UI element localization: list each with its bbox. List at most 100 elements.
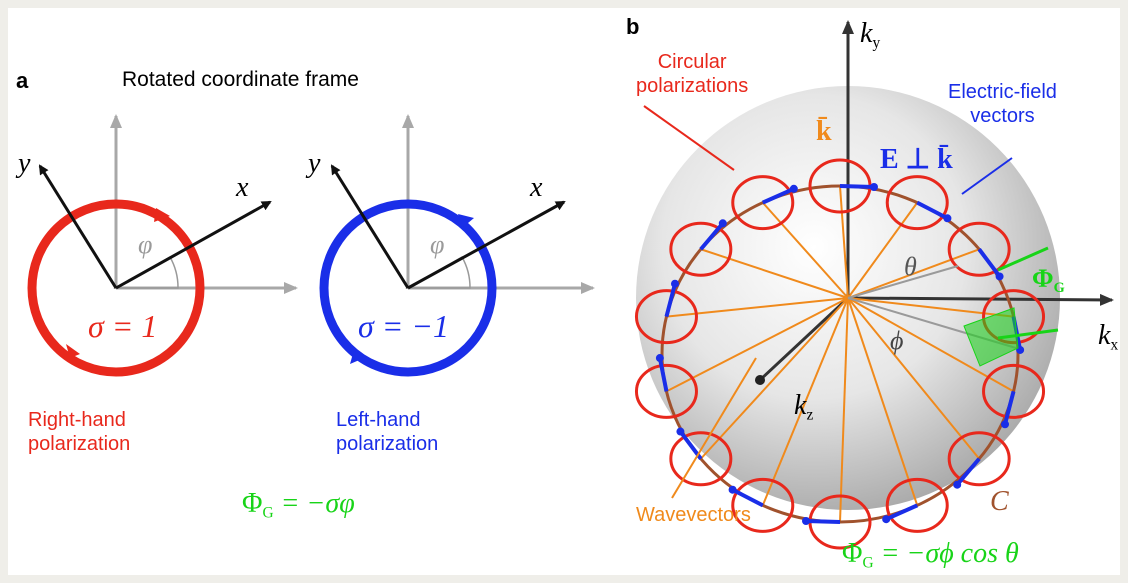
- e-perp-k-label: E ⊥ k̄: [880, 144, 953, 175]
- panel-a-label: a: [16, 68, 29, 93]
- circular-polarizations-label: Circular polarizations: [636, 51, 749, 97]
- kx-axis: [847, 293, 1114, 306]
- red-polarization-circle: [27, 199, 205, 377]
- left-hand-caption: Left-hand polarization: [336, 409, 439, 455]
- electric-field-vectors-label: Electric-field vectors: [948, 81, 1057, 127]
- wavevector-ray: [839, 185, 849, 299]
- wavevector-ray: [700, 248, 849, 299]
- phi-label: ϕ: [890, 326, 904, 355]
- electric-field-vector: [761, 186, 795, 205]
- ky-label: ky: [860, 18, 881, 52]
- panel-b-formula: ΦG = −σϕ cos θ: [842, 538, 1019, 572]
- red-circle-arrow-bottom: [66, 344, 80, 358]
- electric-field-vector: [805, 519, 841, 524]
- panel-a-formula: ΦG = −σφ: [242, 488, 355, 522]
- polarization-loop: [634, 289, 698, 345]
- polarization-loop: [669, 431, 733, 487]
- theta-ray: [847, 265, 959, 299]
- circular-pointer-line: [643, 105, 735, 171]
- berry-phase-patch: [963, 307, 1019, 367]
- electric-field-vector: [977, 248, 1002, 278]
- green-arrow-top: [997, 246, 1049, 272]
- electric-field-vector: [699, 222, 725, 251]
- right-axis-x-label: x: [530, 172, 543, 203]
- kbar-label: k̄: [816, 116, 832, 147]
- panel-b-label: b: [626, 14, 640, 39]
- left-hand-diagram: [319, 114, 595, 377]
- blue-circle-arrow-top: [458, 214, 474, 228]
- rotated-y-axis: [38, 164, 118, 289]
- right-sigma-label: σ = −1: [358, 308, 449, 344]
- efield-pointer-line: [961, 157, 1013, 195]
- electric-field-arrowhead: [869, 182, 878, 191]
- wavevector-ray: [847, 297, 919, 506]
- wavevector-ray: [700, 297, 849, 460]
- polarization-loop: [669, 221, 733, 277]
- electric-field-arrowhead: [802, 517, 811, 526]
- kx-label: kx: [1098, 320, 1119, 354]
- polarization-loop: [634, 363, 698, 419]
- polarization-loop: [731, 477, 795, 533]
- kz-axis-end: [755, 375, 765, 385]
- blue-polarization-circle: [319, 199, 497, 377]
- electric-field-arrowhead: [670, 279, 679, 288]
- electric-field-arrowhead: [995, 272, 1004, 281]
- left-axis-y-label: y: [18, 148, 31, 179]
- electric-field-arrowhead: [676, 427, 685, 436]
- panel-a-graphics: [27, 20, 1114, 550]
- right-hand-diagram: [27, 114, 298, 377]
- wavevector-ray: [762, 201, 849, 299]
- panel-a-title: Rotated coordinate frame: [122, 68, 359, 91]
- blue-circle-arrow-bottom: [350, 350, 364, 364]
- phi-g-label: ΦG: [1032, 264, 1065, 296]
- contour-label: C: [990, 486, 1009, 517]
- electric-field-vector: [839, 184, 875, 189]
- rotated-x-axis: [407, 200, 566, 290]
- polarization-loop: [885, 477, 949, 533]
- green-arrow-side: [997, 328, 1059, 340]
- right-angle-label: φ: [430, 230, 445, 259]
- wavevector-ray: [847, 297, 1015, 393]
- polarization-loop: [982, 363, 1046, 419]
- panel-b-graphics: [634, 20, 1114, 550]
- left-axis-x-label: x: [236, 172, 249, 203]
- kz-label: kz: [794, 390, 814, 424]
- polarization-loops: [634, 158, 1046, 550]
- wavevector-ray: [847, 202, 919, 299]
- wavevector-ray: [761, 297, 849, 506]
- electric-field-arrowhead: [953, 480, 962, 489]
- wavevector-ray: [839, 297, 849, 523]
- wavevector-ray: [847, 248, 980, 299]
- electric-field-arrowhead: [655, 354, 664, 363]
- theta-label: θ: [904, 252, 917, 281]
- electric-field-vector: [916, 200, 949, 221]
- electric-field-vector: [731, 487, 764, 508]
- wavevector-ray: [847, 297, 1014, 318]
- polarization-loop: [947, 431, 1011, 487]
- polarization-loop: [885, 175, 949, 231]
- electric-field-vector: [885, 503, 919, 522]
- left-angle-label: φ: [138, 230, 153, 259]
- electric-field-arrowhead: [882, 515, 891, 524]
- electric-field-arrowhead: [1001, 420, 1010, 429]
- rotated-x-axis: [115, 200, 272, 290]
- rotated-y-axis: [330, 164, 410, 289]
- right-axis-y-label: y: [308, 148, 321, 179]
- left-sigma-label: σ = 1: [88, 308, 158, 344]
- kz-axis: [758, 296, 850, 382]
- electric-field-arrowhead: [789, 184, 798, 193]
- polarization-loop: [947, 221, 1011, 277]
- electric-field-vector: [657, 357, 669, 392]
- right-hand-caption: Right-hand polarization: [28, 409, 131, 455]
- electric-field-vector: [664, 283, 677, 318]
- wavevector-ray: [847, 297, 980, 460]
- polarization-loop: [731, 175, 795, 231]
- electric-field-vector: [1003, 390, 1016, 425]
- wavevector-pointer-line: [671, 357, 757, 499]
- wavevector-ray: [666, 297, 849, 393]
- electric-field-arrowhead: [718, 219, 727, 228]
- red-circle-arrow-top: [154, 208, 170, 222]
- wavevector-bundle: [666, 185, 1015, 523]
- electric-field-arrowhead: [943, 214, 952, 223]
- electric-field-vector: [955, 457, 981, 486]
